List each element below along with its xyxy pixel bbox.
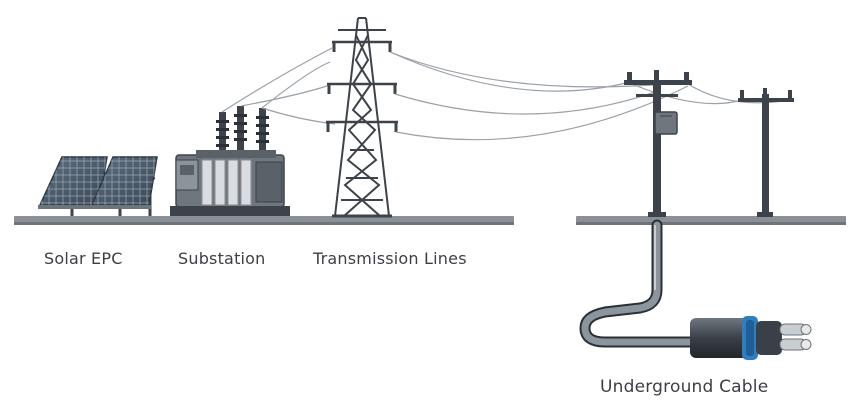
solar-panels [38, 156, 158, 216]
label-substation: Substation [178, 249, 266, 268]
utility-pole-secondary [738, 88, 794, 217]
ground-right [576, 216, 846, 225]
underground-cable [579, 219, 812, 360]
label-underground-cable: Underground Cable [600, 377, 769, 397]
transmission-wires [389, 51, 791, 141]
cable-conductors [779, 323, 812, 351]
ground-left [14, 216, 514, 225]
label-transmission-lines: Transmission Lines [313, 249, 467, 268]
label-solar-epc: Solar EPC [44, 249, 123, 268]
substation-transformer [170, 106, 290, 216]
substation-wires [221, 47, 336, 125]
transmission-tower [326, 17, 398, 218]
utility-pole-main [624, 70, 692, 217]
